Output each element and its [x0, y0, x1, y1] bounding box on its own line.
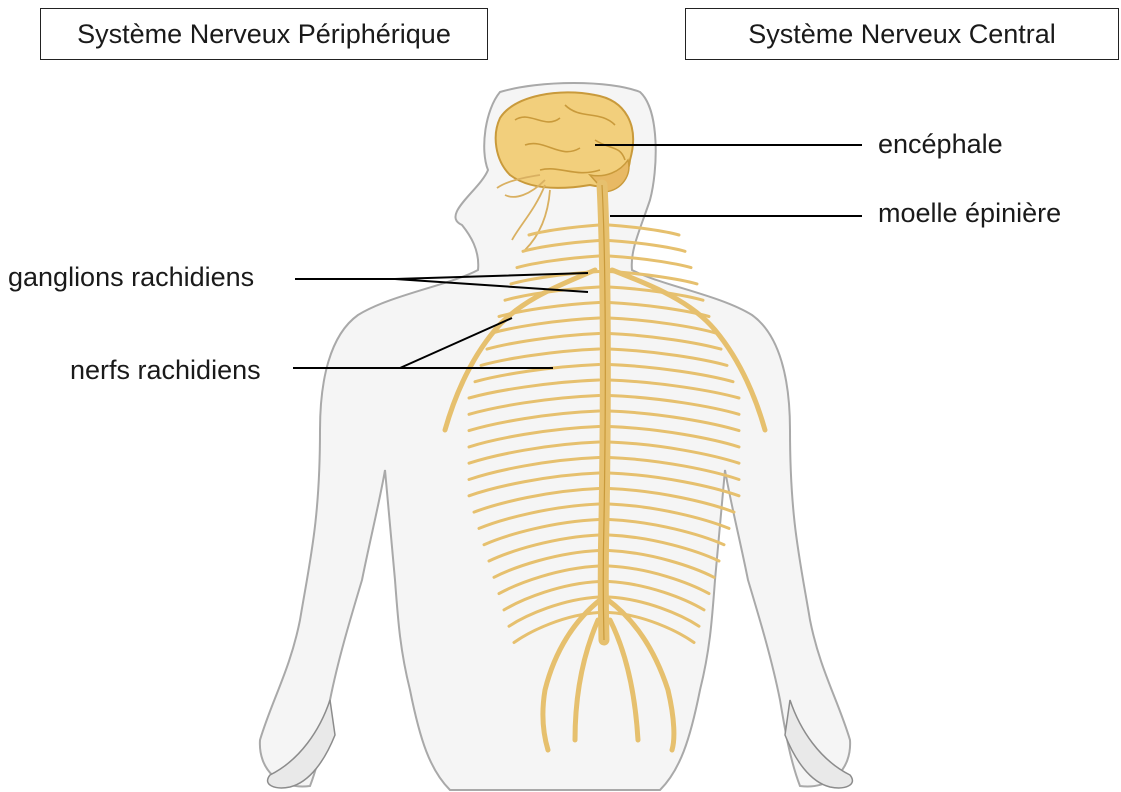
brain [496, 92, 633, 192]
moelle-epiniere-label: moelle épinière [878, 200, 1061, 227]
encephale-label: encéphale [878, 131, 1003, 158]
ganglions-rachidiens-label: ganglions rachidiens [8, 264, 254, 291]
spinal-cord [602, 185, 605, 640]
nerfs-rachidiens-label: nerfs rachidiens [70, 357, 261, 384]
body-silhouette [260, 83, 850, 790]
